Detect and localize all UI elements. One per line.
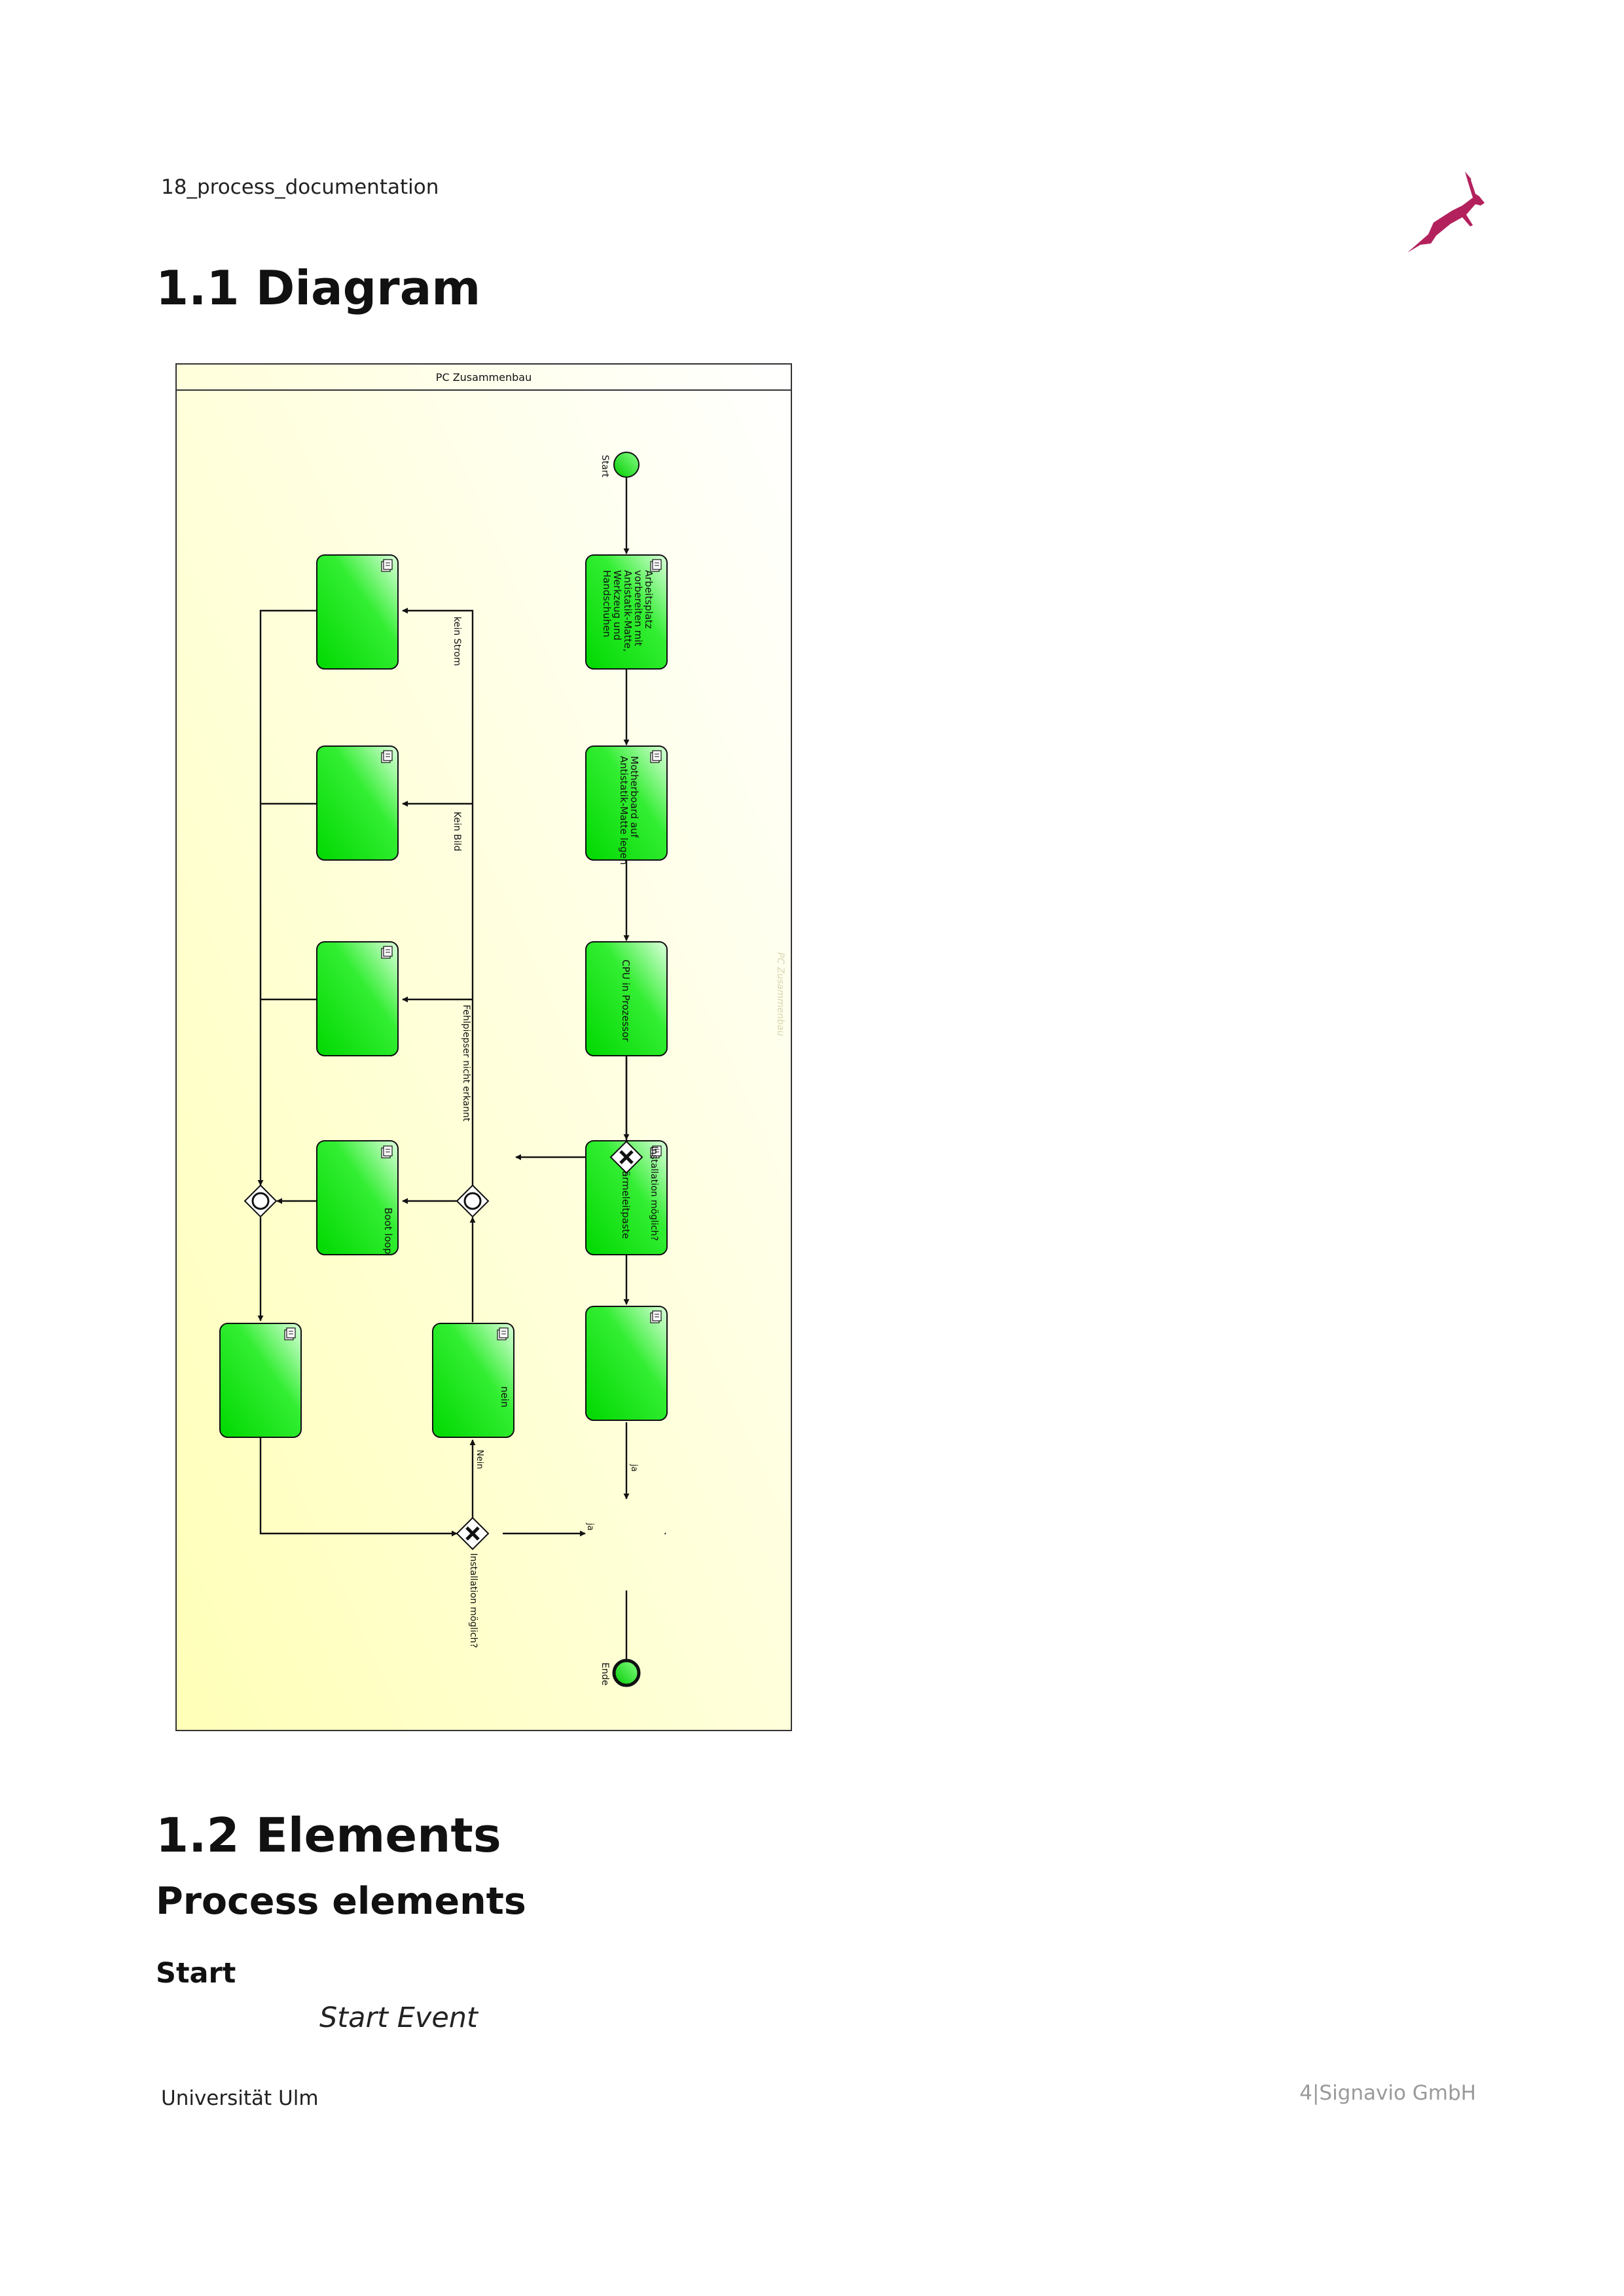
xor-gateway-bottom[interactable]	[456, 1516, 490, 1551]
task-left-bottom[interactable]	[219, 1323, 302, 1438]
element-name-start: Start	[156, 1957, 236, 1990]
sequence-flows	[257, 607, 630, 1672]
xor-gateway-top[interactable]	[609, 1140, 643, 1174]
process-diagram: PC Zusammenbau PC Zusammenbau	[175, 363, 792, 1731]
task-arbeitsplatz[interactable]: Arbeitsplatz vorbereiten mit Antistatik-…	[585, 554, 668, 670]
or-gateway-left[interactable]	[244, 1184, 278, 1218]
end-event-label: Ende	[600, 1662, 610, 1685]
svg-text:Wärmeleitpaste: Wärmeleitpaste	[620, 1162, 632, 1239]
section-title-elements: 1.2 Elements	[156, 1808, 501, 1863]
lane-label: PC Zusammenbau	[775, 952, 785, 1036]
document-label: 18_process_documentation	[161, 175, 439, 199]
antelope-logo	[1407, 171, 1485, 253]
task-final[interactable]	[585, 1306, 668, 1421]
end-event[interactable]	[612, 1659, 641, 1687]
footer-university: Universität Ulm	[161, 2087, 319, 2110]
or-gateway-right[interactable]	[456, 1184, 490, 1218]
svg-text:CPU in Prozessor: CPU in Prozessor	[620, 960, 632, 1042]
label-ja-1: ja	[629, 1463, 639, 1472]
label-fehlpiepser: Fehlpiepser nicht erkannt	[461, 1005, 471, 1122]
task-waermeleitpaste[interactable]: Wärmeleitpaste	[585, 1140, 668, 1255]
task-cpu[interactable]: CPU in Prozessor	[585, 941, 668, 1056]
label-installation-2: Installation möglich?	[468, 1553, 478, 1648]
footer-page-company: 4|Signavio GmbH	[1299, 2081, 1476, 2105]
pool	[175, 363, 792, 1731]
element-type-start: Start Event	[319, 2001, 478, 2034]
task-motherboard[interactable]: Motherboard auf Antistatik-Matte legen	[585, 745, 668, 865]
label-kein-bild: Kein Bild	[452, 812, 462, 852]
start-event[interactable]	[613, 452, 640, 478]
label-ja-2: ja	[585, 1522, 595, 1531]
start-event-label: Start	[600, 455, 610, 478]
pool-title: PC Zusammenbau	[436, 371, 532, 384]
label-kein-strom: kein Strom	[452, 617, 462, 666]
label-installation-1: Installation möglich?	[649, 1146, 659, 1241]
section-title-diagram: 1.1 Diagram	[156, 260, 481, 315]
label-nein: Nein	[475, 1450, 484, 1469]
task-boot-loop[interactable]: Boot loop	[316, 1140, 399, 1255]
svg-text:Arbeitsplatz vorbereiten: Arbeitsplatz vorbereiten mit Antistatik-…	[601, 570, 655, 655]
task-left-1[interactable]	[316, 554, 399, 670]
svg-text:nein: nein	[499, 1386, 511, 1407]
section-subtitle-process-elements: Process elements	[156, 1880, 526, 1923]
task-nein[interactable]: nein	[432, 1323, 514, 1438]
task-left-3[interactable]	[316, 941, 399, 1056]
svg-text:Motherboard auf Antistat: Motherboard auf Antistatik-Matte legen	[618, 756, 640, 865]
task-left-2[interactable]	[316, 745, 399, 861]
svg-text:Boot loop: Boot loop	[382, 1208, 394, 1254]
